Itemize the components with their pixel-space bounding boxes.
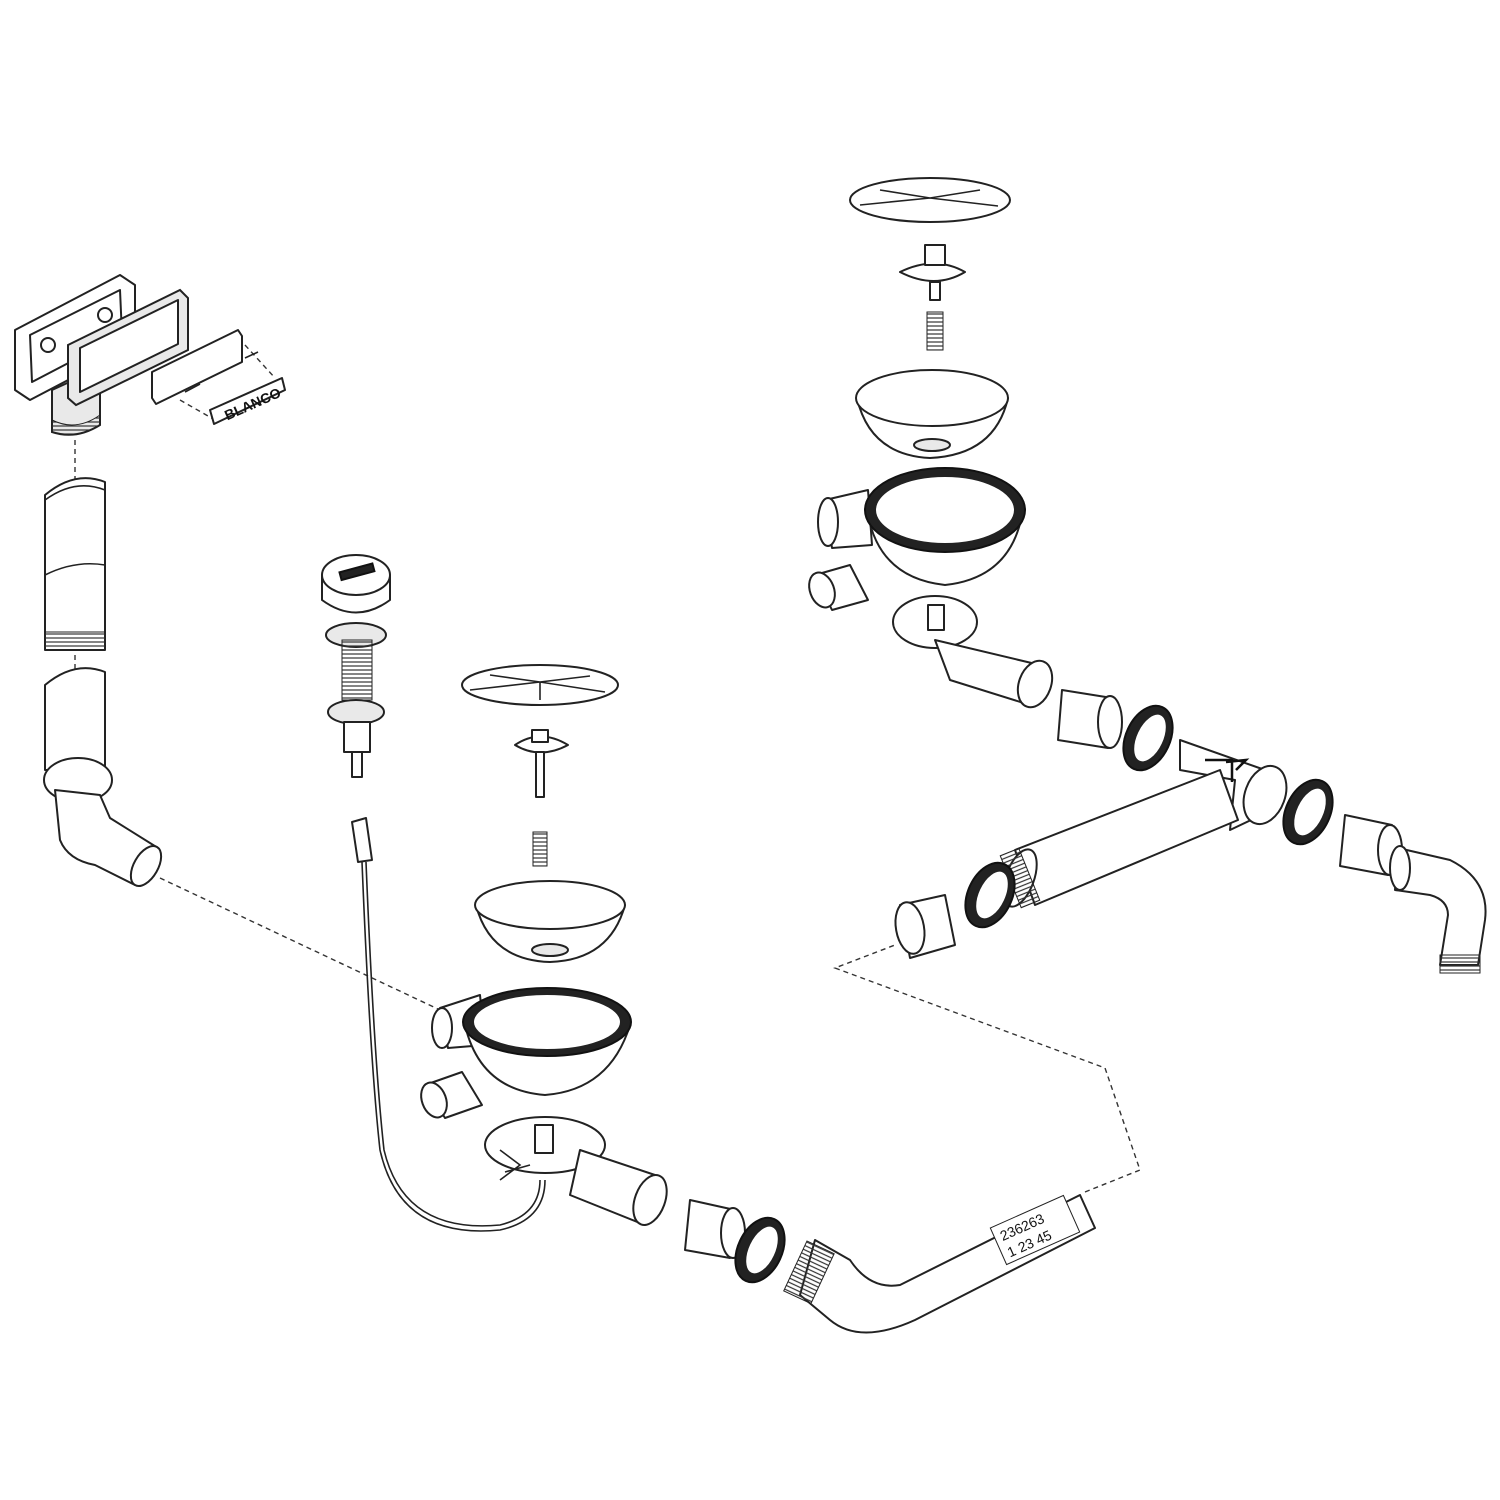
strainer-plug-left [461, 664, 619, 867]
bent-drain-pipe: 236263 1 23 45 [783, 1194, 1096, 1334]
strainer-basket-right [855, 369, 1009, 459]
remote-cable [351, 817, 546, 1232]
sink-waste-body-right [817, 467, 1026, 586]
outlet-elbow-right [1389, 845, 1487, 974]
overflow-cap-logo: BLANCO [209, 377, 286, 425]
part-number-label: 236263 1 23 45 [989, 1194, 1081, 1266]
overflow-connector-plug-left [420, 1071, 483, 1119]
strainer-plug-right [849, 177, 1011, 351]
overflow-tube-lower-elbow [43, 667, 163, 887]
seal-ring-left-lower [964, 861, 1016, 929]
outlet-flange-left [484, 1116, 668, 1226]
overflow-gasket-frame [67, 288, 189, 407]
seal-ring-left [734, 1216, 786, 1284]
sink-waste-body-left [431, 987, 632, 1096]
strainer-basket-left [474, 880, 626, 963]
overflow-connector-plug-right [808, 564, 869, 611]
t-connector-pipe [999, 739, 1288, 909]
remote-control-knob [321, 554, 391, 778]
assembly-lines [74, 440, 1141, 1193]
seal-ring-right-upper [1122, 704, 1174, 772]
nut-left-lower [894, 894, 956, 959]
overflow-tube-upper [44, 477, 106, 651]
nut-right-upper [1057, 689, 1123, 749]
outlet-flange-right [892, 595, 1054, 709]
seal-ring-right [1282, 778, 1334, 846]
overflow-cover-plate [151, 329, 276, 421]
